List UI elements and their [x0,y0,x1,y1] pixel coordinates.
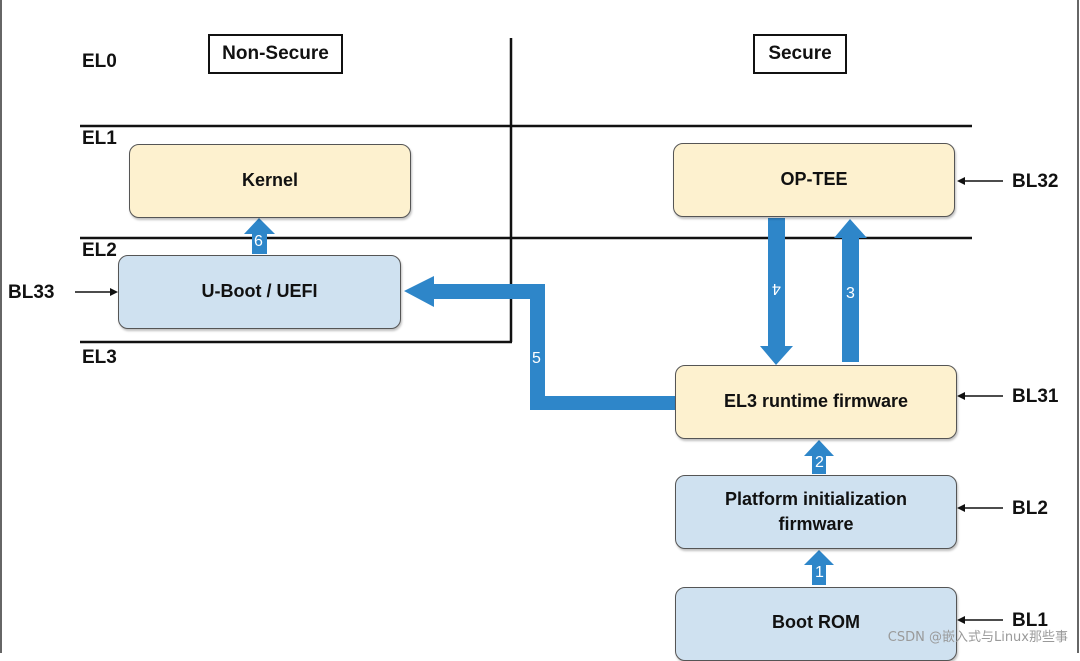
el3-runtime-box: EL3 runtime firmware [675,365,957,439]
bl33-label: BL33 [8,282,55,303]
kernel-label: Kernel [241,170,299,191]
uboot-label: U-Boot / UEFI [201,281,318,302]
step-1-arrow [804,550,834,585]
step-2-arrow [804,440,834,474]
step-5-arrow [404,276,676,410]
bl32-label: BL32 [1012,171,1059,192]
step-3-number: 3 [846,285,855,302]
step-1-number: 1 [815,564,824,581]
platform-init-box: Platform initialization firmware [675,475,957,549]
platform-init-label: Platform initialization firmware [724,488,907,534]
uboot-box: U-Boot / UEFI [118,255,401,329]
step-3-arrow [834,219,867,362]
optee-label: OP-TEE [780,169,848,190]
el1-label: EL1 [82,128,117,149]
bl31-pointer [957,392,1003,400]
bl1-pointer [957,616,1003,624]
bl31-label: BL31 [1012,386,1059,407]
bl2-label: BL2 [1012,498,1048,519]
secure-header: Secure [753,34,847,74]
optee-box: OP-TEE [673,143,955,217]
boot-rom-box: Boot ROM [675,587,957,661]
step-2-number: 2 [815,454,824,471]
step-6-number: 6 [254,233,263,250]
boot-rom-label: Boot ROM [772,612,860,632]
watermark: CSDN @嵌入式与Linux那些事 [887,630,1068,645]
non-secure-header: Non-Secure [208,34,343,74]
bl33-pointer [75,288,118,296]
bl2-pointer [957,504,1003,512]
step-6-arrow [244,218,275,254]
el3-label: EL3 [82,347,117,368]
kernel-box: Kernel [129,144,411,218]
bl32-pointer [957,177,1003,185]
bl1-label: BL1 [1012,610,1048,631]
el3-runtime-label: EL3 runtime firmware [723,391,909,412]
el2-label: EL2 [82,240,117,261]
step-4-number: 4 [772,280,781,297]
step-4-arrow [760,218,793,365]
step-5-number: 5 [532,350,541,367]
el0-label: EL0 [82,51,117,72]
